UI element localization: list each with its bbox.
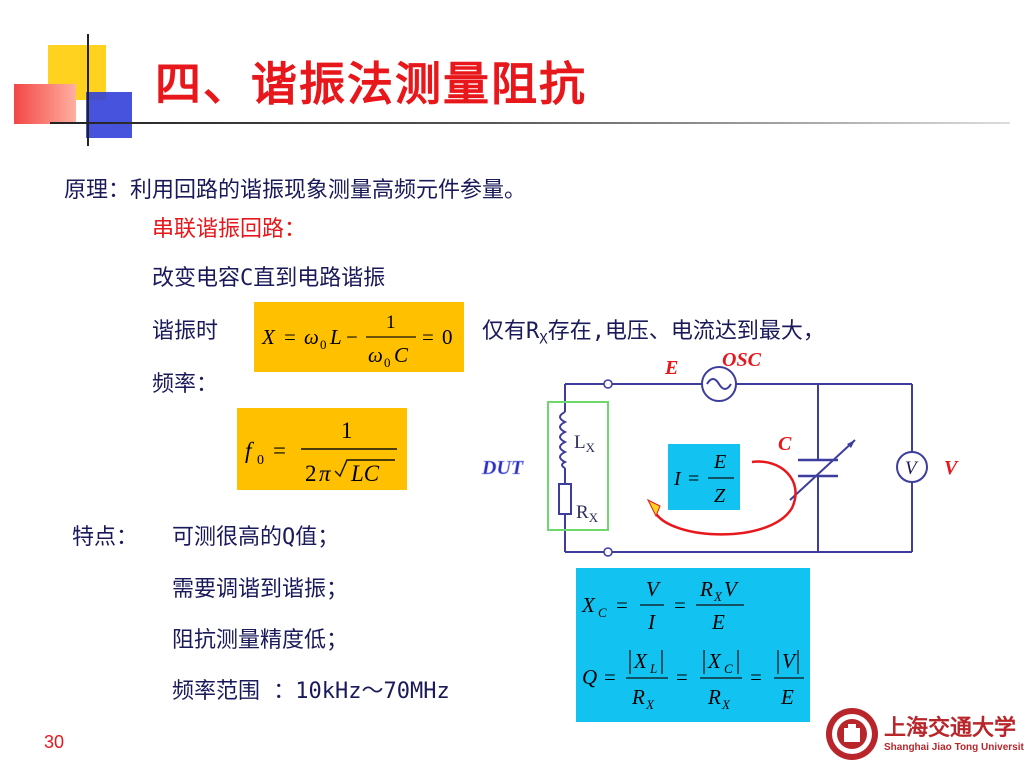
label-RX: RX xyxy=(576,502,599,525)
only-rx-text: 仅有RX存在,电压、电流达到最大， xyxy=(482,319,825,348)
feature-item: 可测很高的Q值； xyxy=(172,525,340,550)
svg-text:=: = xyxy=(676,665,688,689)
svg-text:I: I xyxy=(673,468,682,490)
svg-text:E: E xyxy=(713,451,726,473)
svg-text:C: C xyxy=(724,661,733,676)
svg-text:0: 0 xyxy=(384,355,391,370)
svg-text:=: = xyxy=(273,438,286,463)
voltmeter-V: V xyxy=(905,458,919,479)
svg-text:E: E xyxy=(780,685,794,709)
page-title: 四、谐振法测量阻抗 xyxy=(155,57,587,111)
label-LX: LX xyxy=(574,432,596,455)
svg-text:=: = xyxy=(616,593,628,617)
voltmeter-symbol xyxy=(896,451,928,483)
svg-text:R: R xyxy=(707,685,721,709)
current-formula-box xyxy=(668,444,740,510)
step-change-capacitor: 改变电容C直到电路谐振 xyxy=(152,266,386,291)
label-E: E xyxy=(664,357,678,379)
university-logo: 上海交通大学 Shanghai Jiao Tong University xyxy=(824,706,1024,762)
feature-item: 频率范围 ：10kHz～70MHz xyxy=(172,679,450,704)
dut-box xyxy=(547,401,609,531)
principle-text: 原理：利用回路的谐振现象测量高频元件参量。 xyxy=(64,178,527,203)
svg-text:V: V xyxy=(724,577,739,601)
svg-text:X: X xyxy=(713,589,723,604)
svg-text:X: X xyxy=(261,325,276,349)
svg-text:=: = xyxy=(674,593,686,617)
frequency-label: 频率： xyxy=(152,372,219,397)
svg-text:π: π xyxy=(319,461,332,486)
logo-text: 上海交通大学 xyxy=(884,715,1017,741)
circuit-diagram: I = E Z E OSC C V V DUT LX RX xyxy=(481,349,959,557)
svg-text:f: f xyxy=(245,438,255,463)
svg-text:Q: Q xyxy=(582,665,597,689)
page-number: 30 xyxy=(44,732,65,752)
svg-text:C: C xyxy=(598,605,607,620)
university-seal-icon xyxy=(826,708,878,760)
svg-text:0: 0 xyxy=(442,325,453,349)
svg-text:X: X xyxy=(707,649,722,673)
svg-text:0: 0 xyxy=(320,337,327,352)
variable-capacitor-symbol xyxy=(798,458,838,478)
label-C: C xyxy=(778,433,792,455)
q-formula-box: X C = V I = R X V E Q = X L R X = X C R … xyxy=(576,568,810,722)
svg-text:=: = xyxy=(284,325,296,349)
svg-text:1: 1 xyxy=(386,312,396,333)
resonance-label: 谐振时 xyxy=(152,319,219,344)
svg-text:V: V xyxy=(646,577,661,601)
current-loop-arrow xyxy=(653,460,797,536)
svg-text:L: L xyxy=(649,661,657,676)
svg-text:R: R xyxy=(699,577,713,601)
svg-text:V: V xyxy=(782,649,797,673)
label-DUT: DUT xyxy=(481,457,524,479)
svg-text:−: − xyxy=(346,325,358,349)
feature-item: 需要调谐到谐振； xyxy=(172,577,349,602)
decor-square-blue xyxy=(86,92,132,138)
svg-text:=: = xyxy=(422,325,434,349)
svg-text:E: E xyxy=(711,610,725,634)
svg-text:2: 2 xyxy=(305,461,317,486)
svg-text:ω: ω xyxy=(304,325,319,349)
resonance-formula-box: X = ω 0 L − 1 ω 0 C = 0 xyxy=(254,302,464,372)
xc-q-formulas: X C = V I = R X V E Q = X L R X = X C R … xyxy=(581,577,804,712)
svg-text:=: = xyxy=(750,665,762,689)
terminal-bottom xyxy=(603,547,613,557)
terminal-top xyxy=(603,379,613,389)
svg-text:ω: ω xyxy=(368,343,383,367)
svg-text:X: X xyxy=(721,697,731,712)
series-resonance-title: 串联谐振回路： xyxy=(152,217,307,242)
svg-text:X: X xyxy=(633,649,648,673)
svg-text:R: R xyxy=(631,685,645,709)
frequency-formula-box: f 0 = 1 2 π LC xyxy=(237,408,407,490)
resistor-symbol xyxy=(558,483,572,515)
svg-text:L: L xyxy=(329,325,342,349)
feature-item: 阻抗测量精度低； xyxy=(172,628,349,653)
decor-vline xyxy=(87,34,89,146)
label-OSC: OSC xyxy=(722,349,762,371)
features-label: 特点： xyxy=(72,525,139,550)
logo-subtext: Shanghai Jiao Tong University xyxy=(884,742,1024,753)
svg-text:X: X xyxy=(645,697,655,712)
svg-text:1: 1 xyxy=(341,418,353,443)
resonance-formula: X = ω 0 L − 1 ω 0 C = 0 xyxy=(261,312,453,370)
svg-text:=: = xyxy=(604,665,616,689)
svg-text:=: = xyxy=(688,468,699,490)
inductor-symbol xyxy=(559,411,568,469)
svg-text:C: C xyxy=(394,343,409,367)
svg-text:Z: Z xyxy=(714,485,726,507)
svg-text:X: X xyxy=(581,593,596,617)
svg-text:I: I xyxy=(647,610,656,634)
title-underline xyxy=(50,122,1010,124)
svg-text:LC: LC xyxy=(350,461,380,486)
decor-square-red xyxy=(14,84,76,124)
label-V: V xyxy=(944,457,959,479)
frequency-formula: f 0 = 1 2 π LC xyxy=(245,418,397,486)
svg-text:0: 0 xyxy=(257,453,264,468)
